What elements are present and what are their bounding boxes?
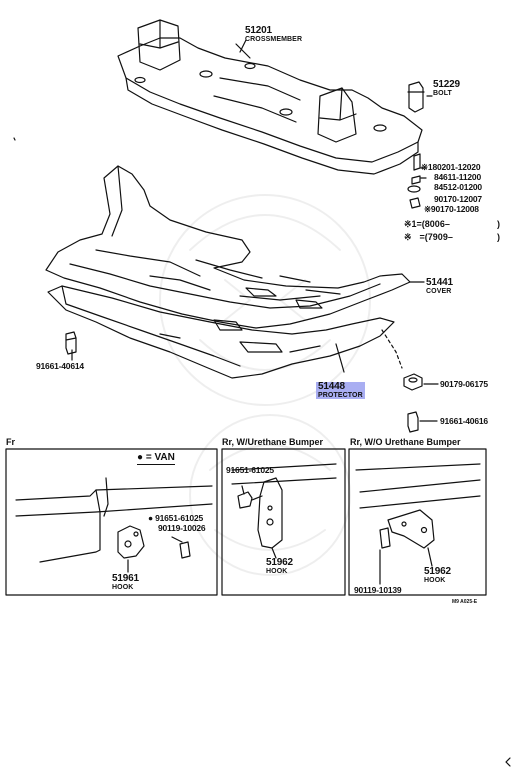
panel-rr-without-frame bbox=[348, 448, 487, 596]
panel-rr-with-frame bbox=[221, 448, 346, 596]
part-number: 51962 bbox=[424, 566, 451, 577]
part-name: PROTECTOR bbox=[316, 392, 365, 399]
legend-symbol: ※ bbox=[404, 232, 412, 242]
part-number-highlighted: 51448 bbox=[316, 382, 365, 392]
fr-hook-drawing bbox=[15, 477, 213, 573]
legend-close: ) bbox=[497, 232, 500, 242]
hardware-item: 84512-01200 bbox=[434, 182, 482, 192]
part-name: HOOK bbox=[424, 577, 446, 584]
callout-bolt-51229: 51229 BOLT bbox=[433, 79, 460, 98]
hardware-list-5: ※90170-12008 bbox=[424, 205, 479, 214]
callout-bolt-91661-40614: 91661-40614 bbox=[36, 362, 84, 371]
panel-rr-with-title: Rr, W/Urethane Bumper bbox=[222, 437, 324, 447]
part-name: COVER bbox=[426, 288, 452, 295]
part-number: 90179-06175 bbox=[440, 379, 488, 389]
rr-with-hook-drawing bbox=[231, 463, 337, 559]
part-name: CROSSMEMBER bbox=[245, 36, 303, 43]
callout-bolt-91661-40616: 91661-40616 bbox=[440, 417, 488, 426]
legend-text: =(8006– bbox=[416, 219, 450, 229]
rr-with-hook-callout: 51962 HOOK bbox=[266, 557, 293, 576]
part-name: HOOK bbox=[112, 584, 134, 591]
part-number: 51962 bbox=[266, 557, 293, 568]
part-number: 91661-40614 bbox=[36, 361, 84, 371]
watermark-emblem bbox=[159, 194, 371, 576]
part-number: 91661-40616 bbox=[440, 416, 488, 426]
hardware-list-2: 84611-11200 bbox=[434, 173, 481, 182]
part-number: 51961 bbox=[112, 573, 139, 584]
hardware-list: ※180201-12020 bbox=[421, 162, 481, 172]
fr-bolt-b: 90119-10026 bbox=[158, 523, 206, 533]
legend-text: =(7909– bbox=[419, 232, 453, 242]
callout-protector-51448: 51448 PROTECTOR bbox=[316, 382, 365, 399]
fr-hook-callout: 51961 HOOK bbox=[112, 573, 139, 592]
hardware-list-4: 90170-12007 bbox=[434, 195, 482, 204]
part-number: 51201 bbox=[245, 25, 272, 36]
scan-mark bbox=[13, 137, 16, 141]
bolt-91661-40616-drawing bbox=[407, 411, 419, 433]
panel-fr-frame bbox=[5, 448, 218, 596]
figure-reference: M9 A025-E bbox=[452, 599, 478, 605]
fr-bolt-a: ● 91651-61025 bbox=[148, 513, 203, 523]
cover-51441-drawing bbox=[45, 165, 425, 329]
hardware-stack-drawing bbox=[407, 153, 427, 209]
legend-line-2: ※ =(7909–) bbox=[404, 232, 500, 243]
hardware-item: 90170-12007 bbox=[434, 194, 482, 204]
hardware-item: 84611-11200 bbox=[434, 172, 481, 182]
part-name: HOOK bbox=[266, 568, 288, 575]
callout-nut-90179-06175: 90179-06175 bbox=[440, 380, 488, 389]
van-symbol: ● bbox=[137, 452, 144, 463]
callout-crossmember: 51201 CROSSMEMBER bbox=[245, 25, 303, 44]
legend-line-1: ※1=(8006–) bbox=[404, 219, 500, 230]
hardware-item: ※180201-12020 bbox=[421, 162, 481, 172]
van-text: = VAN bbox=[145, 452, 175, 463]
legend-close: ) bbox=[497, 219, 500, 229]
legend-symbol: ※1 bbox=[404, 219, 417, 229]
leader-lines-upper bbox=[71, 39, 439, 422]
bolt-91661-40614-drawing bbox=[65, 331, 77, 355]
van-note: ● = VAN bbox=[137, 453, 175, 465]
part-name: BOLT bbox=[433, 90, 452, 97]
rr-without-hook-drawing bbox=[355, 463, 481, 585]
part-number: 51229 bbox=[433, 79, 460, 90]
rr-without-bolt: 90119-10139 bbox=[354, 585, 402, 595]
rr-with-bolt: 91651-61025 bbox=[226, 465, 274, 475]
protector-51448-drawing bbox=[47, 285, 395, 379]
part-number: 51441 bbox=[426, 277, 453, 288]
callout-cover-51441: 51441 COVER bbox=[426, 277, 453, 296]
hardware-list-3: 84512-01200 bbox=[434, 183, 482, 192]
hardware-item: ※90170-12008 bbox=[424, 204, 479, 214]
crossmember-drawing bbox=[117, 19, 423, 175]
bolt-51229-drawing bbox=[407, 81, 433, 113]
rr-without-hook-callout: 51962 HOOK bbox=[424, 566, 451, 585]
panel-rr-without-title: Rr, W/O Urethane Bumper bbox=[350, 437, 461, 447]
panel-fr-title: Fr bbox=[6, 437, 15, 447]
scan-mark-corner bbox=[505, 757, 511, 767]
nut-90179-06175-drawing bbox=[403, 373, 423, 391]
